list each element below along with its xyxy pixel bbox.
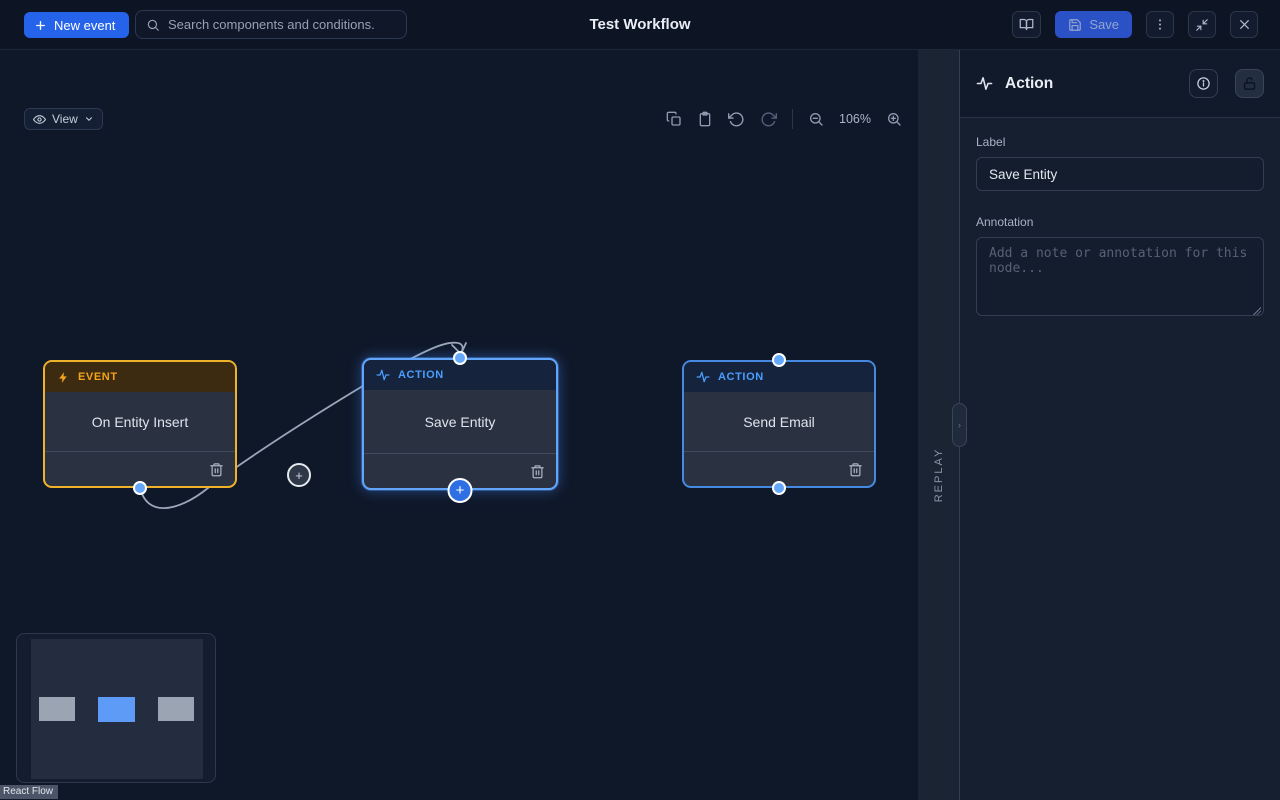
annotation-field: Annotation xyxy=(976,215,1264,321)
annotation-field-label: Annotation xyxy=(976,215,1034,229)
panel-title: Action xyxy=(1005,74,1054,92)
close-button[interactable] xyxy=(1230,11,1258,38)
node-save-entity[interactable]: ACTION Save Entity + xyxy=(362,351,558,503)
minimap[interactable] xyxy=(16,633,216,783)
node-inspector-panel: Action Label Annotation xyxy=(960,50,1280,800)
main-area: View 106% + xyxy=(0,50,1280,800)
panel-header: Action xyxy=(960,50,1280,118)
chevron-down-icon xyxy=(84,114,94,124)
minimize-button[interactable] xyxy=(1188,11,1216,38)
unlock-button[interactable] xyxy=(1235,69,1264,98)
activity-icon xyxy=(376,368,390,382)
search-icon xyxy=(146,18,160,32)
delete-node-button[interactable] xyxy=(209,462,224,477)
node-title: Send Email xyxy=(743,413,815,430)
node-title: On Entity Insert xyxy=(91,413,189,430)
node-info-button[interactable] xyxy=(1189,69,1218,98)
new-event-button[interactable]: New event xyxy=(24,12,130,38)
save-icon xyxy=(1068,18,1082,32)
copy-button[interactable] xyxy=(666,111,682,127)
topbar: New event Test Workflow Save xyxy=(0,0,1280,50)
toolbar-divider xyxy=(792,109,794,129)
panel-body: Label Annotation xyxy=(960,118,1280,338)
node-type-label: ACTION xyxy=(718,371,764,383)
chevron-icon: › xyxy=(958,420,961,430)
node-header: EVENT xyxy=(45,362,235,392)
undo-button[interactable] xyxy=(728,111,745,128)
flow-canvas[interactable]: View 106% + xyxy=(0,50,918,800)
target-handle[interactable] xyxy=(772,353,786,367)
close-icon xyxy=(1238,18,1251,31)
node-type-label: ACTION xyxy=(398,369,444,381)
delete-node-button[interactable] xyxy=(848,462,863,477)
source-handle-add[interactable]: + xyxy=(447,478,473,503)
replay-drawer-collapsed: REPLAY › xyxy=(918,50,967,800)
plus-icon xyxy=(34,19,47,32)
search-input[interactable] xyxy=(168,17,396,32)
save-button[interactable]: Save xyxy=(1055,11,1132,38)
canvas-toolbar: 106% xyxy=(666,109,902,129)
node-footer xyxy=(684,451,874,486)
node-label-input[interactable] xyxy=(976,157,1264,191)
minimap-node-selected xyxy=(98,697,135,722)
delete-node-button[interactable] xyxy=(530,464,545,479)
node-header: ACTION xyxy=(364,360,556,390)
label-field-label: Label xyxy=(976,135,1006,149)
kebab-icon xyxy=(1153,17,1167,32)
node-title: Save Entity xyxy=(424,413,496,430)
view-label: View xyxy=(52,112,78,126)
view-menu-button[interactable]: View xyxy=(24,108,103,130)
zoom-out-button[interactable] xyxy=(808,111,824,127)
node-send-email[interactable]: ACTION Send Email xyxy=(682,353,876,495)
activity-icon xyxy=(976,75,993,92)
node-footer xyxy=(45,451,235,486)
minimap-node xyxy=(158,697,194,721)
minimize-icon xyxy=(1195,18,1209,32)
docs-button[interactable] xyxy=(1012,11,1042,38)
unlock-icon xyxy=(1242,76,1257,91)
source-handle[interactable] xyxy=(772,481,786,495)
book-open-icon xyxy=(1019,17,1034,32)
more-options-button[interactable] xyxy=(1146,11,1174,38)
component-search[interactable] xyxy=(135,10,407,39)
eye-icon xyxy=(33,113,46,126)
workflow-title: Test Workflow xyxy=(589,16,691,33)
paste-button[interactable] xyxy=(697,111,713,127)
node-type-label: EVENT xyxy=(78,371,118,383)
lightning-icon xyxy=(57,371,70,384)
redo-button[interactable] xyxy=(760,111,778,128)
save-label: Save xyxy=(1089,17,1119,32)
zoom-level: 106% xyxy=(839,112,871,126)
annotation-textarea[interactable] xyxy=(976,237,1264,316)
info-icon xyxy=(1196,76,1211,91)
topbar-actions: Save xyxy=(1012,11,1258,38)
replay-label: REPLAY xyxy=(932,447,945,503)
new-event-label: New event xyxy=(54,17,116,33)
source-handle[interactable] xyxy=(133,481,147,495)
react-flow-attribution[interactable]: React Flow xyxy=(0,785,59,799)
edge-insert-node-button[interactable]: + xyxy=(287,463,311,487)
minimap-node xyxy=(39,697,75,721)
node-on-entity-insert[interactable]: EVENT On Entity Insert xyxy=(43,360,237,495)
zoom-in-button[interactable] xyxy=(886,111,902,127)
replay-expand-handle[interactable]: › xyxy=(952,403,967,447)
activity-icon xyxy=(696,370,710,384)
node-footer xyxy=(364,453,556,488)
node-header: ACTION xyxy=(684,362,874,392)
target-handle[interactable] xyxy=(453,351,467,365)
